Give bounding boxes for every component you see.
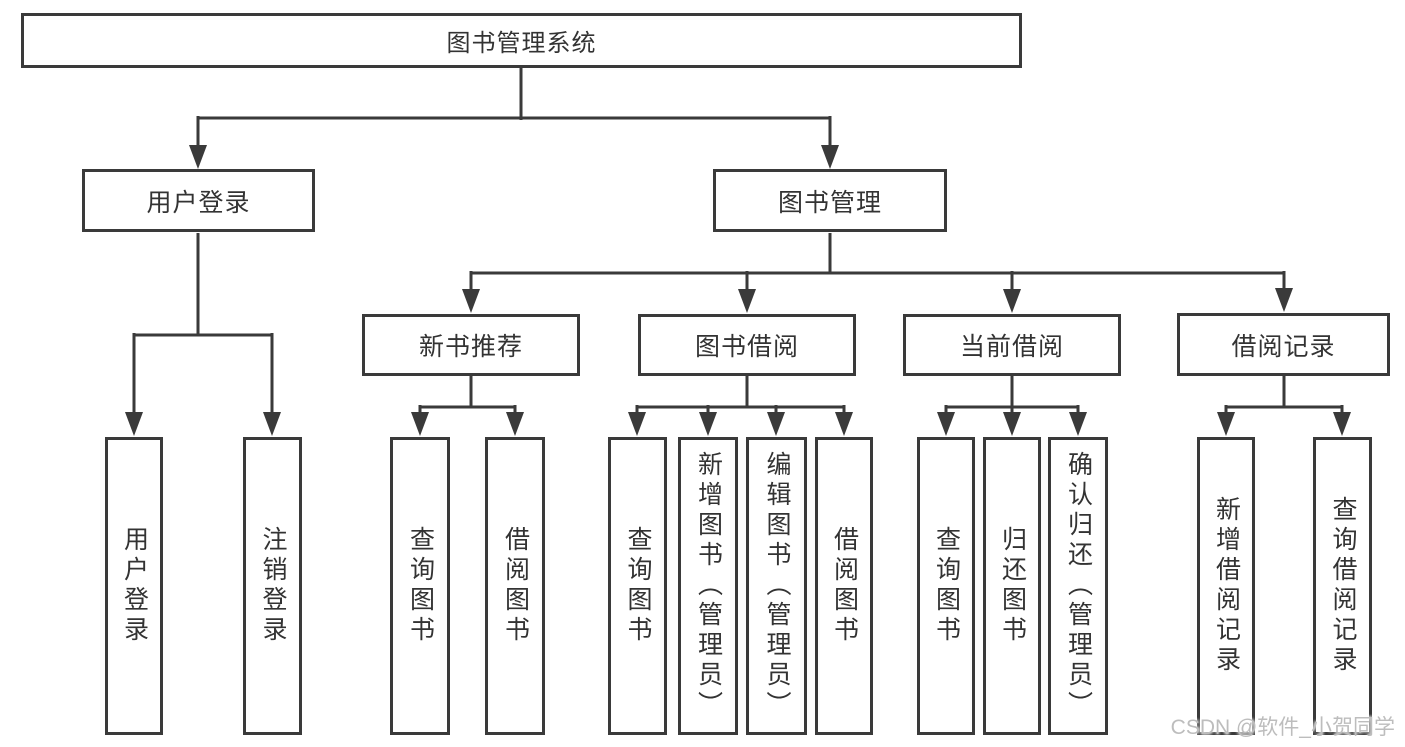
leaf-label: 借阅图书 (501, 526, 530, 646)
leaf-label: 查询图书 (932, 526, 961, 646)
leaf-label: 归还图书 (998, 526, 1027, 646)
node-label: 图书借阅 (694, 333, 799, 361)
leaf-label: 查询图书 (406, 526, 435, 646)
leaf-label: 借阅图书 (830, 526, 859, 646)
leaf-borrow-books-recommend: 借阅图书 (485, 437, 545, 735)
leaf-borrow-books: 借阅图书 (815, 437, 873, 735)
leaf-label: 查询借阅记录 (1329, 496, 1357, 676)
node-label: 图书管理 (777, 188, 882, 217)
node-borrowing-records: 借阅记录 (1177, 313, 1390, 376)
leaf-confirm-return-admin: 确认归还（管理员） (1048, 437, 1108, 735)
node-label: 用户登录 (146, 188, 251, 217)
leaf-add-book-admin: 新增图书（管理员） (678, 437, 738, 735)
node-library-management-system: 图书管理系统 (21, 13, 1022, 68)
leaf-query-borrow-record: 查询借阅记录 (1313, 437, 1372, 735)
leaf-query-books-current: 查询图书 (917, 437, 975, 735)
node-label: 图书管理系统 (446, 30, 597, 57)
leaf-label: 确认归还（管理员） (1064, 451, 1093, 721)
connector-lines (132, 68, 1344, 417)
node-book-borrowing: 图书借阅 (638, 314, 856, 376)
leaf-query-books-recommend: 查询图书 (390, 437, 450, 735)
leaf-add-borrow-record: 新增借阅记录 (1197, 437, 1255, 735)
leaf-label: 新增借阅记录 (1212, 496, 1241, 676)
leaf-label: 查询图书 (624, 526, 652, 646)
node-new-book-recommendation: 新书推荐 (362, 314, 580, 376)
node-label: 新书推荐 (418, 333, 523, 361)
leaf-label: 注销登录 (259, 526, 287, 646)
leaf-label: 新增图书（管理员） (694, 451, 723, 721)
node-label: 借阅记录 (1231, 332, 1336, 361)
node-current-borrowing: 当前借阅 (903, 314, 1121, 376)
leaf-edit-book-admin: 编辑图书（管理员） (746, 437, 807, 735)
leaf-logout: 注销登录 (243, 437, 302, 735)
csdn-watermark: CSDN @软件_小贺同学 (1170, 716, 1395, 739)
leaf-user-login: 用户登录 (105, 437, 163, 735)
leaf-query-books-borrowing: 查询图书 (608, 437, 667, 735)
node-user-login: 用户登录 (82, 169, 315, 232)
leaf-return-book: 归还图书 (983, 437, 1041, 735)
node-book-management: 图书管理 (713, 169, 947, 232)
node-label: 当前借阅 (959, 333, 1064, 361)
leaf-label: 用户登录 (120, 526, 149, 646)
leaf-label: 编辑图书（管理员） (763, 451, 791, 721)
